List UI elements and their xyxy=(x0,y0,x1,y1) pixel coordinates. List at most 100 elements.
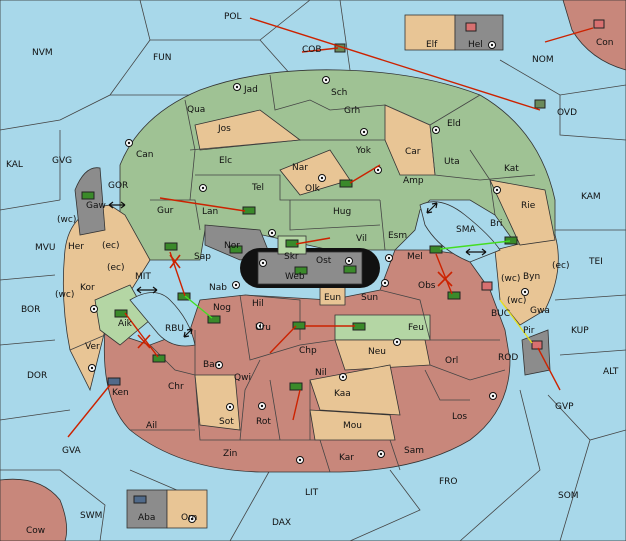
unit-obs xyxy=(447,291,461,300)
region-label-skr: Skr xyxy=(284,252,299,262)
region-label-ail: Ail xyxy=(146,421,157,431)
region-label-wc2: (wc) xyxy=(501,274,520,284)
region-label-ec1: (ec) xyxy=(102,241,120,251)
region-label-ec2: (ec) xyxy=(107,263,125,273)
eastern-arm xyxy=(494,234,559,326)
region-label-mvu: MVU xyxy=(35,243,56,253)
region-label-ken: Ken xyxy=(112,388,129,398)
connectors xyxy=(108,201,487,338)
region-label-ost: Ost xyxy=(316,256,332,266)
region-label-pir: Pir xyxy=(523,326,535,336)
unit-bri xyxy=(504,236,518,245)
region-label-wc3: (wc) xyxy=(55,290,74,300)
region-label-qwi: Qwi xyxy=(234,373,251,383)
unit-web xyxy=(294,266,308,275)
region-label-esm: Esm xyxy=(388,231,407,241)
territory-boundaries xyxy=(69,74,536,473)
region-label-tei: TEI xyxy=(588,257,603,267)
region-label-eld: Eld xyxy=(447,119,461,129)
unit-hel xyxy=(465,22,477,32)
region-label-orl: Orl xyxy=(445,356,458,366)
region-label-swm: SWM xyxy=(80,511,102,521)
region-label-kaa: Kaa xyxy=(334,389,351,399)
region-label-kup: KUP xyxy=(571,326,589,336)
region-label-nab: Nab xyxy=(209,283,227,293)
region-label-mou: Mou xyxy=(343,421,362,431)
region-label-los: Los xyxy=(452,412,467,422)
region-label-sun: Sun xyxy=(361,293,378,303)
region-label-kor: Kor xyxy=(80,283,95,293)
region-label-nar: Nar xyxy=(292,163,308,173)
region-label-aik: Aik xyxy=(118,319,133,329)
region-label-con: Con xyxy=(596,38,614,48)
units[interactable] xyxy=(81,19,605,504)
region-label-neu: Neu xyxy=(368,347,386,357)
region-label-kal: KAL xyxy=(6,160,23,170)
region-label-amp: Amp xyxy=(403,176,424,186)
region-label-gor: GOR xyxy=(108,181,128,191)
orders xyxy=(67,17,594,438)
region-label-som: SOM xyxy=(558,491,579,501)
region-label-gur: Gur xyxy=(157,206,174,216)
region-label-lan: Lan xyxy=(202,207,218,217)
unit-mel xyxy=(429,245,443,254)
region-label-pol: POL xyxy=(224,12,242,22)
region-label-chp: Chp xyxy=(299,346,317,356)
region-label-alt: ALT xyxy=(603,367,619,377)
region-label-car: Car xyxy=(405,147,421,157)
region-label-jos: Jos xyxy=(217,124,231,134)
orn-box[interactable] xyxy=(166,489,208,529)
region-label-sap: Sap xyxy=(194,252,211,262)
region-label-wc4: (wc) xyxy=(507,296,526,306)
region-label-lit: LIT xyxy=(305,488,319,498)
region-label-wc1: (wc) xyxy=(57,215,76,225)
region-label-gva: GVA xyxy=(62,446,82,456)
region-label-bri: Bri xyxy=(490,219,502,229)
region-label-hil: Hil xyxy=(252,299,264,309)
region-label-feu: Feu xyxy=(408,323,424,333)
region-label-dax: DAX xyxy=(272,518,291,528)
region-label-gaw: Gaw xyxy=(86,201,106,211)
supply-centers xyxy=(88,41,529,523)
region-label-grh: Grh xyxy=(344,106,360,116)
unit-olk xyxy=(339,179,353,188)
cow-island[interactable] xyxy=(0,478,68,541)
region-label-rot: Rot xyxy=(256,417,271,427)
region-label-vil: Vil xyxy=(356,234,367,244)
region-label-sam: Sam xyxy=(404,446,424,456)
region-label-sot: Sot xyxy=(219,417,234,427)
region-label-gwa: Gwa xyxy=(530,306,550,316)
region-label-hug: Hug xyxy=(333,207,351,217)
region-label-dor: DOR xyxy=(27,371,47,381)
region-label-fun: FUN xyxy=(153,53,172,63)
region-label-ovd: OVD xyxy=(557,108,577,118)
unit-nor xyxy=(229,245,243,254)
region-label-zin: Zin xyxy=(223,449,237,459)
region-label-nvm: NVM xyxy=(32,48,53,58)
region-label-rbu: RBU xyxy=(165,324,184,334)
unit-gaw xyxy=(81,191,95,200)
region-label-olk: Olk xyxy=(305,184,321,194)
unit-ovd xyxy=(534,99,546,109)
region-label-fro: FRO xyxy=(439,477,458,487)
region-label-ver: Ver xyxy=(85,342,100,352)
region-label-kar: Kar xyxy=(339,453,354,463)
unit-ost xyxy=(343,265,357,274)
region-label-chr: Chr xyxy=(168,382,184,392)
region-label-elc: Elc xyxy=(219,156,232,166)
region-label-cob: COB xyxy=(302,45,322,55)
region-label-aba: Aba xyxy=(138,513,155,523)
region-label-uta: Uta xyxy=(444,157,460,167)
region-label-rie: Rie xyxy=(521,201,536,211)
region-label-qua: Qua xyxy=(187,105,205,115)
gaw-sliver[interactable] xyxy=(74,167,106,236)
inner-sea-sma xyxy=(419,201,501,263)
region-label-hel: Hel xyxy=(468,40,483,50)
region-label-mel: Mel xyxy=(407,252,423,262)
region-label-ec3: (ec) xyxy=(552,261,570,271)
region-label-bar: Bar xyxy=(203,360,219,370)
region-label-sma: SMA xyxy=(456,225,476,235)
unit-nog xyxy=(207,315,221,324)
